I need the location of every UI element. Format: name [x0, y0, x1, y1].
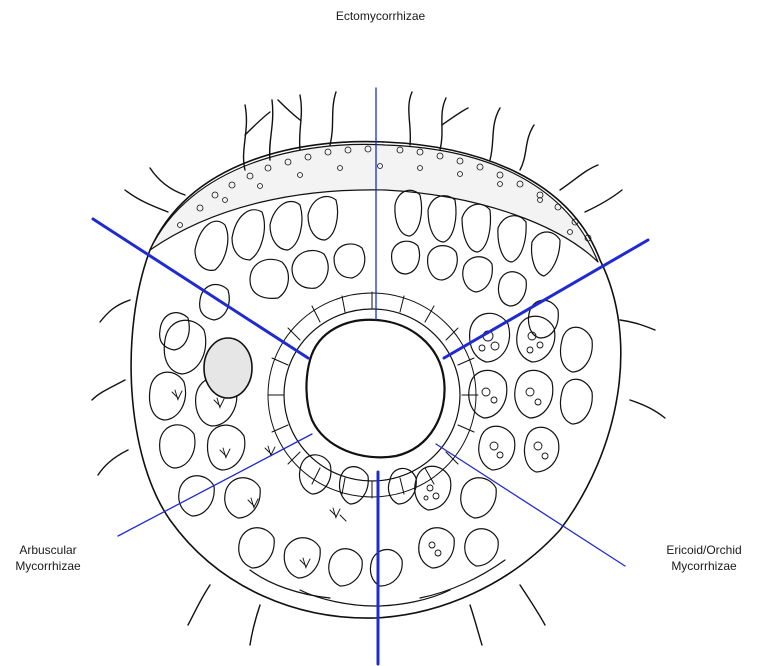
arbuscular-zone-cells — [148, 319, 363, 587]
divider-lower-left — [117, 433, 313, 537]
ericoid-zone-cells — [414, 312, 593, 569]
label-arbuscular-line1: Arbuscular — [19, 543, 77, 557]
sector-dividers — [91, 87, 650, 666]
label-ectomycorrhizae: Ectomycorrhizae — [335, 9, 426, 23]
label-ericoid-orchid-mycorrhizae: Ericoid/Orchid Mycorrhizae — [654, 542, 754, 574]
cortex-cells — [159, 240, 559, 351]
label-arbuscular-line2: Mycorrhizae — [15, 559, 81, 573]
label-ericoid-line2: Mycorrhizae — [671, 559, 737, 573]
hyphae-strands — [91, 91, 666, 646]
central-stele — [305, 318, 446, 459]
endodermis-cells — [267, 291, 479, 499]
arbuscule-marks — [171, 389, 347, 569]
label-ericoid-line1: Ericoid/Orchid — [666, 543, 742, 557]
divider-lower-right — [435, 443, 626, 567]
fungal-mantle — [149, 143, 599, 263]
divider-upper-left — [91, 217, 310, 360]
mantle-texture — [177, 145, 592, 242]
divider-upper-right — [442, 238, 650, 360]
root-outline — [130, 140, 622, 619]
hartig-net-cells — [194, 189, 561, 277]
label-arbuscular-mycorrhizae: Arbuscular Mycorrhizae — [8, 542, 88, 574]
hyphal-coils — [423, 330, 549, 557]
lower-cortex-cells — [249, 454, 506, 607]
